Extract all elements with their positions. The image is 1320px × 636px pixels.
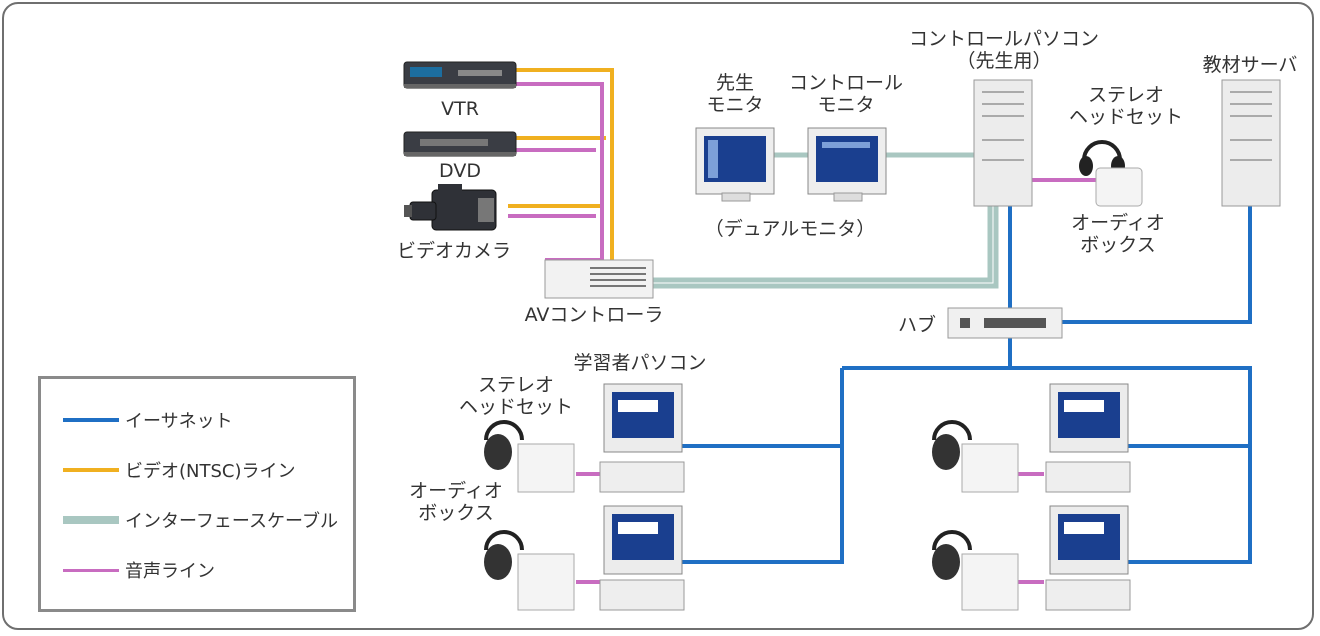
legend-item-video: ビデオ(NTSC)ライン xyxy=(63,457,296,483)
dvd-label: DVD xyxy=(439,160,481,182)
material-server-label: 教材サーバ xyxy=(1202,54,1298,76)
student-pc-label: 学習者パソコン xyxy=(573,352,707,374)
student-station-1 xyxy=(484,383,685,493)
interface-swatch xyxy=(63,516,119,524)
vtr-device xyxy=(403,61,517,89)
student-stations xyxy=(484,383,1131,611)
legend-label: 音声ライン xyxy=(125,561,215,582)
student-station-4 xyxy=(932,505,1131,611)
control-monitor-device xyxy=(807,127,887,202)
legend-label: イーサネット xyxy=(125,411,233,432)
audio-swatch xyxy=(63,568,119,572)
legend-label: ビデオ(NTSC)ライン xyxy=(125,461,296,482)
video-camera-device xyxy=(404,184,497,231)
material-server-device xyxy=(1221,79,1281,207)
teacher-audio-box-label: オーディオ ボックス xyxy=(1071,212,1165,256)
av-controller-device xyxy=(544,259,654,299)
teacher-monitor-label: 先生 モニタ xyxy=(706,72,764,116)
hub-device xyxy=(947,307,1063,339)
control-monitor-label: コントロール モニタ xyxy=(788,72,904,116)
teacher-monitor-device xyxy=(695,127,775,202)
teacher-headset-label: ステレオ ヘッドセット xyxy=(1068,84,1184,128)
interface-cables xyxy=(652,152,999,289)
dual-monitor-label: （デュアルモニタ） xyxy=(704,218,876,240)
av-controller-label: AVコントローラ xyxy=(524,304,664,326)
legend-item-ethernet: イーサネット xyxy=(63,407,233,433)
vtr-label: VTR xyxy=(441,98,479,120)
student-station-2 xyxy=(484,505,685,611)
video-camera-label: ビデオカメラ xyxy=(396,240,512,262)
ethernet-swatch xyxy=(63,418,119,422)
legend-item-interface: インターフェースケーブル xyxy=(63,507,338,533)
teacher-audio-box xyxy=(1095,167,1143,207)
ethernet-lines xyxy=(682,206,1252,564)
video-swatch xyxy=(63,468,119,472)
control-pc-label: コントロールパソコン （先生用） xyxy=(908,28,1100,72)
legend: イーサネット ビデオ(NTSC)ライン インターフェースケーブル 音声ライン xyxy=(38,376,356,612)
hub-label: ハブ xyxy=(898,314,937,336)
student-headset-label: ステレオ ヘッドセット xyxy=(458,374,574,418)
legend-label: インターフェースケーブル xyxy=(125,511,338,532)
video-lines xyxy=(508,68,614,270)
student-audio-box-label: オーディオ ボックス xyxy=(409,480,503,524)
student-station-3 xyxy=(932,383,1131,493)
legend-item-audio: 音声ライン xyxy=(63,557,215,583)
dvd-device xyxy=(403,131,517,157)
control-pc-device xyxy=(973,79,1033,207)
